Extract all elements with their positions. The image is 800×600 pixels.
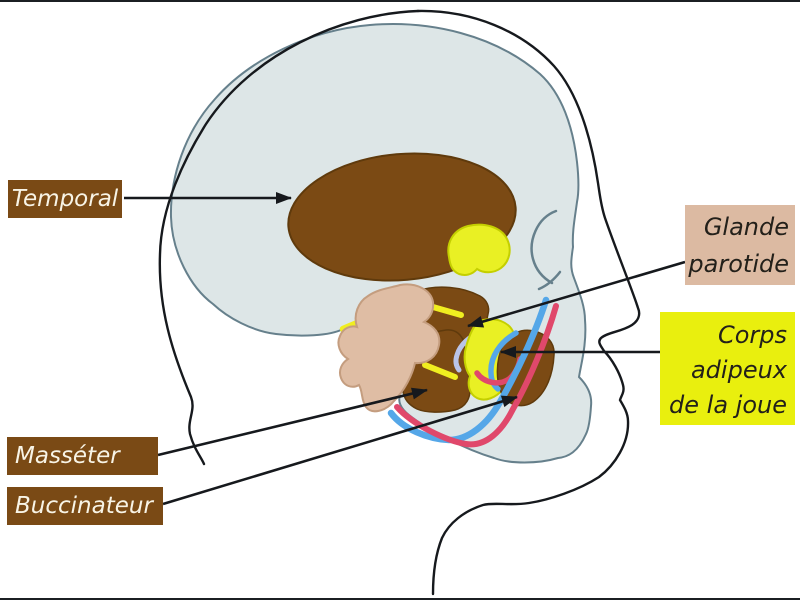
label-glande-parotide: Glande parotide	[685, 205, 795, 285]
label-glande-parotide-line1: Glande	[703, 213, 789, 241]
label-glande-parotide-line2: parotide	[688, 250, 789, 278]
label-corps-adipeux-line1: Corps	[717, 321, 787, 349]
label-buccinateur: Buccinateur	[7, 487, 163, 525]
facial-artery-line	[394, 303, 559, 448]
masseter-lower-tendon-line	[422, 362, 458, 380]
eye-socket-arc	[530, 209, 558, 285]
head-back-outline	[158, 9, 420, 466]
cheekbone-line	[537, 270, 562, 291]
label-temporal: Temporal	[8, 180, 122, 218]
leader-line-masseter	[157, 387, 428, 457]
vein-branch-line	[488, 330, 519, 392]
facial-vein-line	[387, 296, 550, 444]
temporal-tendon-highlight	[447, 223, 511, 276]
label-corps-adipeux-line3: de la joue	[669, 391, 787, 419]
parotid-gland-shape	[337, 283, 441, 413]
label-masseter: Masséter	[7, 437, 158, 475]
leader-line-glande-parotide	[467, 260, 686, 328]
leader-line-buccinateur	[162, 395, 518, 506]
label-corps-adipeux-line2: adipeux	[690, 356, 787, 384]
label-corps-adipeux: Corps adipeux de la joue	[660, 312, 795, 425]
